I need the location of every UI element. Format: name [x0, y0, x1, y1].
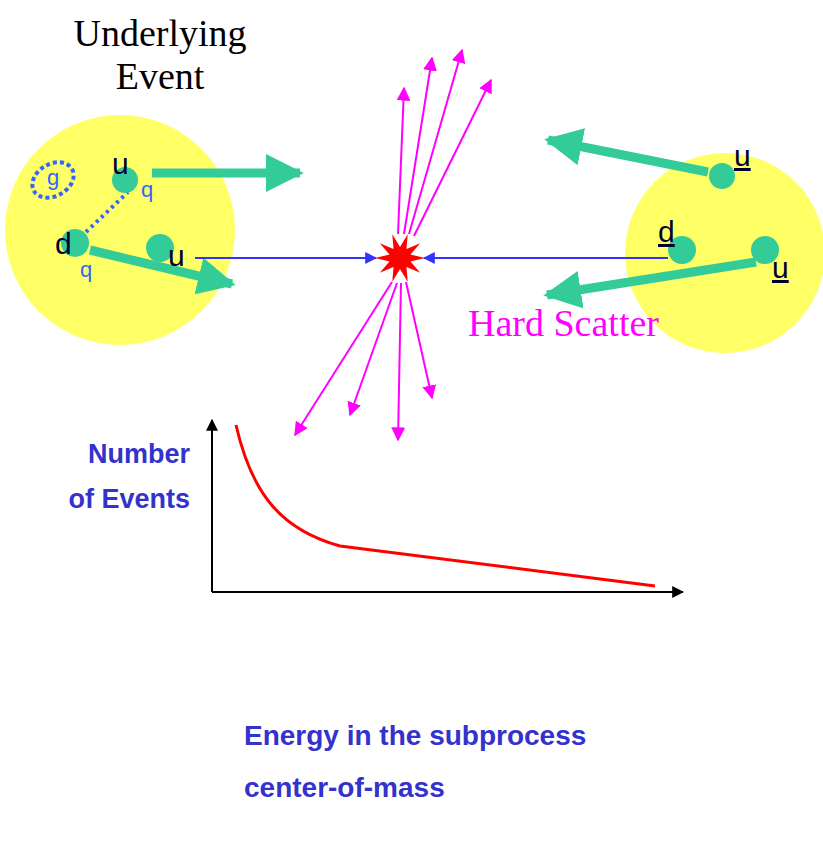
parton-arrow [195, 257, 376, 259]
illustration-title: Underlying Event [35, 12, 285, 98]
collision-star [375, 234, 425, 282]
outgoing-particles [295, 50, 491, 440]
quark-label: q [141, 178, 153, 202]
spectator-arrow [548, 140, 708, 172]
hard-scatter-label: Hard Scatter [468, 302, 659, 345]
spectator-arrow [547, 262, 756, 295]
x-axis [212, 591, 683, 593]
proton-circle [5, 115, 235, 345]
antiquark-label: d [658, 216, 675, 248]
quark-label: q [80, 258, 92, 282]
axis-label: Number of Events [66, 432, 190, 522]
event-curve [236, 425, 655, 586]
antiquark-label: u [734, 140, 751, 172]
antiquark-label: u [772, 252, 789, 284]
quark-label: u [168, 240, 185, 272]
y-axis [211, 420, 213, 592]
axis-label: Energy in the subprocess center-of-mass [244, 710, 674, 814]
quark-label: u [112, 148, 129, 180]
quark-label: d [55, 228, 72, 260]
spectator-arrow [152, 169, 300, 178]
antiquark-dot [709, 163, 735, 189]
parton-arrow [424, 257, 668, 259]
gluon-label: g [47, 166, 59, 190]
spectator-arrow [90, 250, 232, 284]
gluon-ellipse [26, 155, 80, 205]
gluon-line [86, 192, 128, 232]
